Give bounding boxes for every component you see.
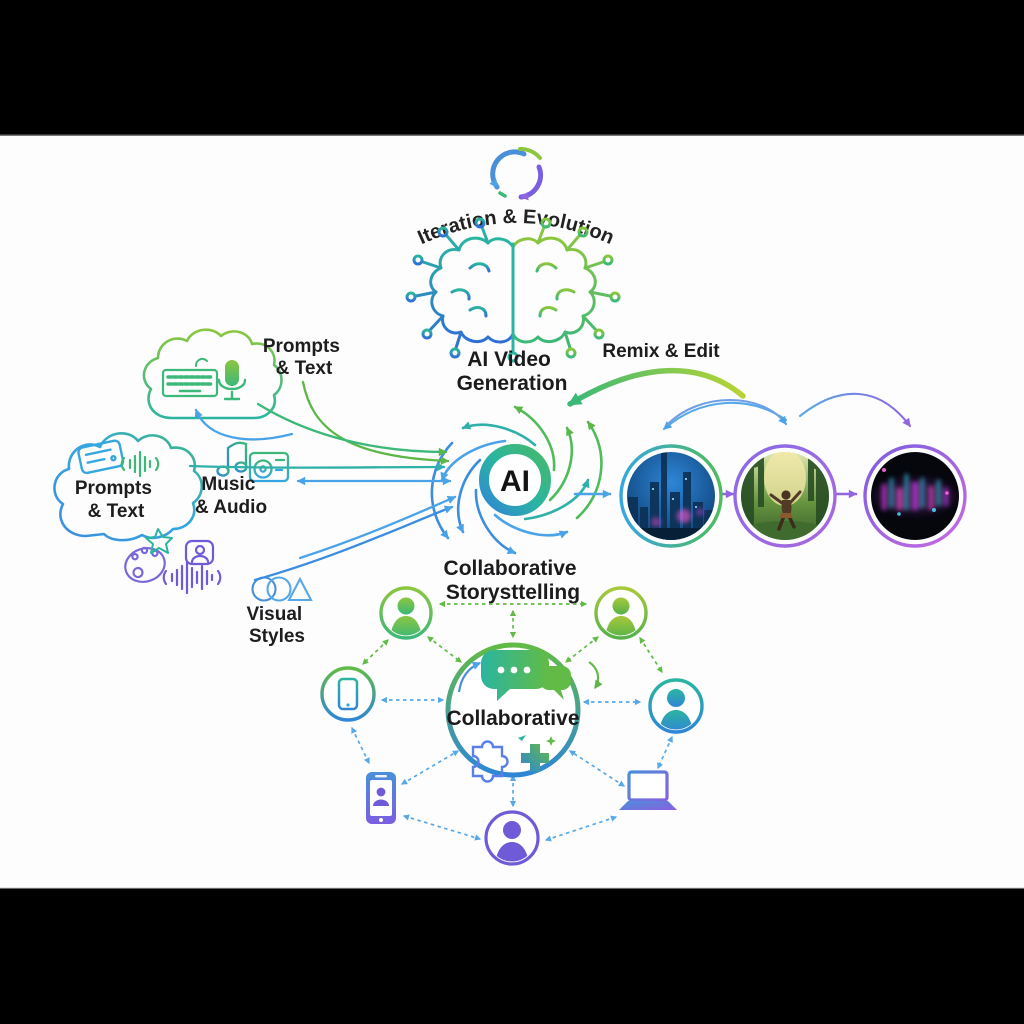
- puzzle-icon: [471, 740, 509, 783]
- prompts-text-top-label: Prompts & Text: [263, 336, 345, 379]
- person-card-icon: [184, 539, 215, 566]
- chat-bubbles-icon: [481, 650, 571, 701]
- keyboard-icon: [161, 357, 219, 398]
- visual-styles-label: Visual Styles: [247, 604, 308, 647]
- collaborative-hub: Collaborative: [445, 642, 603, 783]
- palette-icon: [124, 546, 166, 583]
- neon-lights-thumbnail: [863, 444, 967, 548]
- laptop-icon: [619, 770, 677, 810]
- mobile-device-icon: [366, 772, 396, 824]
- input-flow-lines: [188, 380, 457, 582]
- dancer-figure: [769, 490, 802, 531]
- remix-edit-label: Remix & Edit: [602, 341, 720, 362]
- soundwave-icon-purple: [162, 560, 222, 595]
- smartphone-icon: [337, 677, 359, 711]
- microphone-icon: [217, 360, 247, 401]
- mini-arrow-right: [588, 661, 603, 689]
- ai-swirl-arrows: [430, 405, 603, 555]
- prompt-card-icon: [77, 439, 125, 475]
- prompts-cloud-icon: [142, 328, 283, 420]
- visual-styles-group: Visual Styles: [247, 576, 313, 647]
- avatar-right: [648, 678, 704, 734]
- ai-core: AI: [479, 444, 551, 516]
- forest-character-thumbnail: [733, 444, 837, 548]
- ai-video-generation-title: AI Video Generation: [457, 348, 568, 395]
- avatar-bottom: [484, 810, 540, 866]
- collaborative-label: Collaborative: [446, 707, 579, 730]
- remix-arc-arrows: [662, 392, 912, 431]
- music-audio-group: Music & Audio: [195, 441, 290, 518]
- prompts-text-cloud: Prompts & Text: [53, 432, 204, 542]
- phone-node: [320, 666, 376, 722]
- style-cluster: [124, 528, 222, 595]
- collab-connectors: [351, 600, 673, 842]
- soundwave-icon-green: [120, 450, 160, 478]
- star-icon: [145, 528, 173, 554]
- music-audio-label: Music & Audio: [195, 474, 267, 518]
- avatar-top-right: [594, 586, 648, 640]
- plus-icon: [518, 735, 556, 772]
- avatar-top-left: [379, 586, 433, 640]
- collaborative-storytelling-title: Collaborative Storysttelling: [444, 557, 583, 604]
- ai-brain-icon: [405, 217, 621, 363]
- cycle-arrows-icon: [489, 147, 544, 201]
- ai-core-label: AI: [500, 465, 530, 498]
- prompts-text-cloud-label: Prompts & Text: [75, 478, 157, 522]
- remix-arrow: [567, 367, 746, 407]
- mini-arrow-left: [457, 661, 482, 693]
